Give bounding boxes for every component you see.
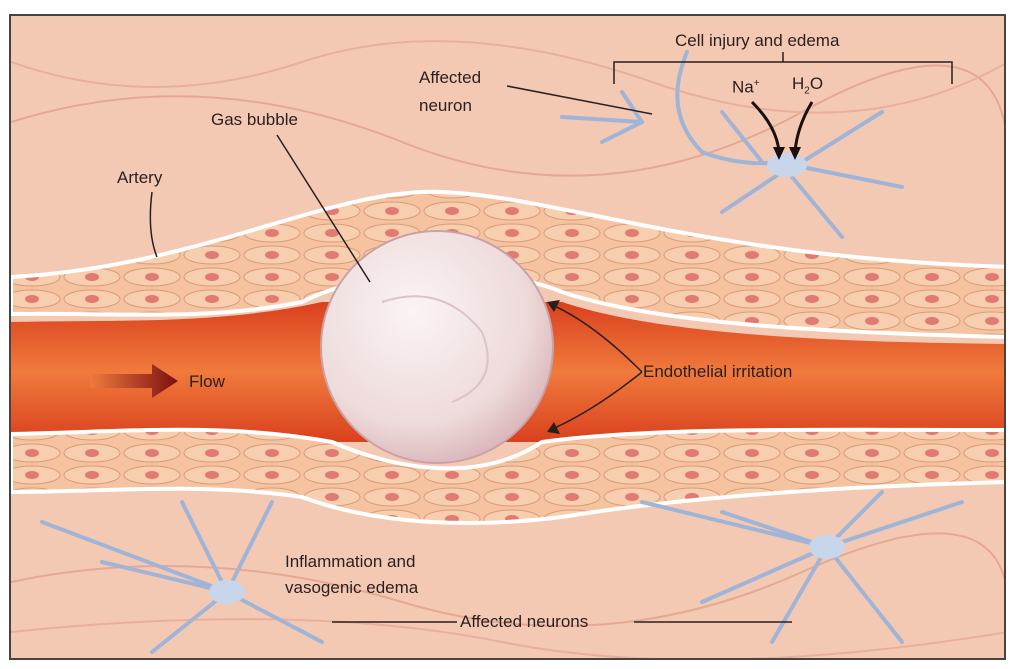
- leader-lines: [149, 52, 953, 623]
- neuron-top: [560, 50, 904, 239]
- artery-illustration: [11, 16, 1004, 658]
- neuron-bottom-right: [640, 490, 964, 644]
- lower-vessel-wall: [11, 427, 1004, 525]
- illustration-frame: Cell injury and edema Na+ H2O Affected n…: [9, 14, 1006, 660]
- gas-bubble: [320, 230, 554, 464]
- flow-arrow-icon: [90, 364, 178, 398]
- neuron-bottom-left: [40, 500, 324, 654]
